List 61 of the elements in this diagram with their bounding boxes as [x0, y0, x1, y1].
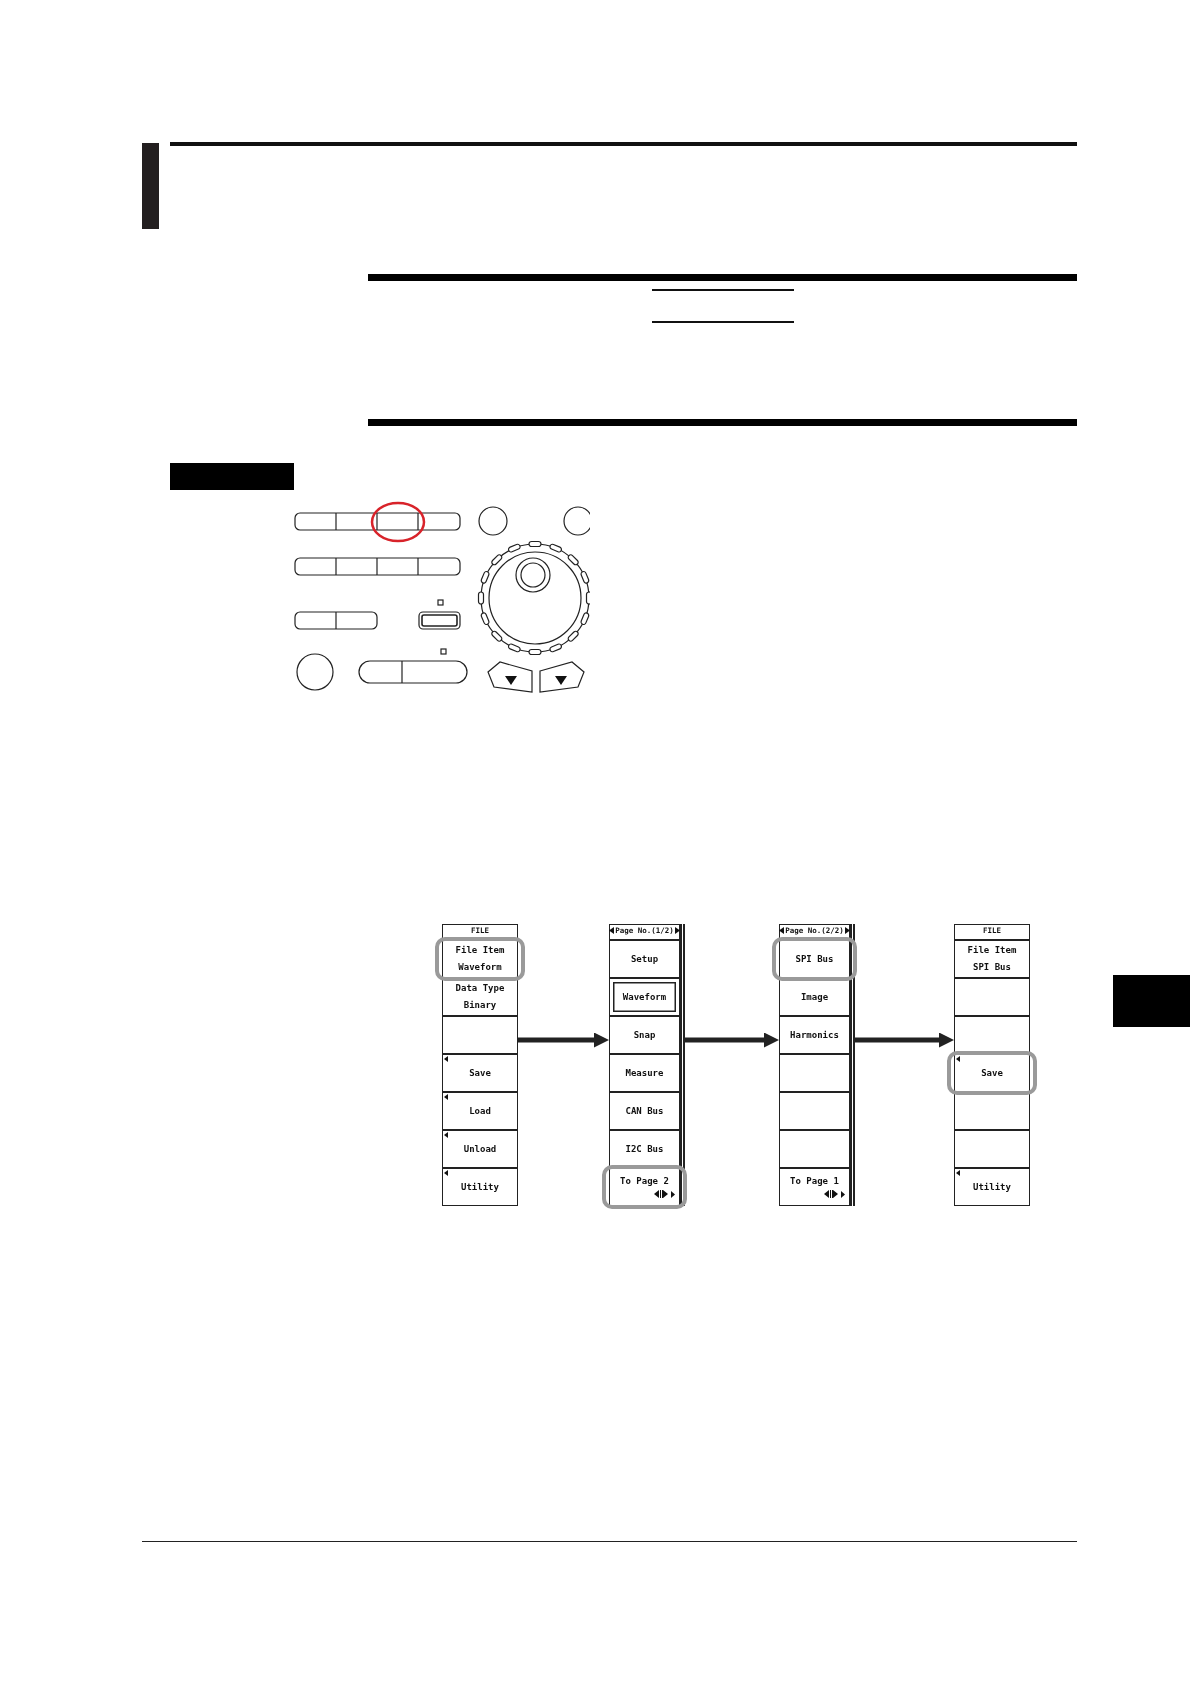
soft-key — [609, 1130, 680, 1168]
soft-key — [779, 1016, 850, 1054]
arrow — [518, 1032, 609, 1048]
soft-key — [442, 1016, 518, 1054]
soft-key — [442, 978, 518, 1016]
key-label: Image — [800, 991, 829, 1003]
soft-key — [954, 978, 1030, 1016]
soft-key-menu — [609, 924, 685, 1206]
key-label: Data Type — [455, 983, 505, 994]
soft-key — [954, 1092, 1030, 1130]
soft-key — [954, 1130, 1030, 1168]
soft-key — [779, 978, 850, 1016]
soft-key — [442, 1130, 518, 1168]
key-label: SPI Bus — [795, 953, 834, 965]
soft-key — [779, 1092, 850, 1130]
key-label: To Page 1 — [790, 1176, 839, 1187]
soft-key — [442, 1092, 518, 1130]
soft-key — [609, 1092, 680, 1130]
chapter-bar — [142, 143, 159, 229]
section-label-bar — [170, 463, 294, 490]
key-label: Save — [469, 1067, 491, 1079]
key-label: File Item — [967, 945, 1017, 956]
key-label: Save — [981, 1067, 1003, 1079]
key-label: Waveform — [622, 991, 667, 1003]
soft-key — [954, 1168, 1030, 1206]
soft-key — [609, 1016, 680, 1054]
key-label: Load — [469, 1105, 491, 1117]
key-label: Waveform — [458, 962, 502, 973]
arrow — [855, 1032, 954, 1048]
soft-key-menu — [954, 924, 1030, 1206]
key-label: Setup — [630, 953, 659, 965]
key-label: SPI Bus — [973, 962, 1011, 973]
soft-key — [609, 1054, 680, 1092]
key-label: Snap — [633, 1029, 656, 1041]
soft-key-menu — [779, 924, 855, 1206]
soft-key — [779, 940, 850, 978]
key-label: File Item — [455, 945, 505, 956]
soft-key-menu — [442, 924, 518, 1206]
soft-key — [609, 978, 680, 1016]
soft-key — [954, 1054, 1030, 1092]
soft-key — [954, 940, 1030, 978]
soft-key — [442, 940, 518, 978]
soft-key — [609, 940, 680, 978]
soft-key — [954, 1016, 1030, 1054]
chapter-tab — [1113, 975, 1190, 1027]
key-label: Binary — [463, 1000, 497, 1011]
soft-key — [609, 1168, 680, 1206]
key-label: Measure — [625, 1067, 664, 1079]
key-label: I2C Bus — [625, 1143, 664, 1155]
soft-key — [442, 1168, 518, 1206]
soft-key — [779, 1130, 850, 1168]
key-label: CAN Bus — [625, 1105, 664, 1117]
key-label: Unload — [463, 1143, 497, 1155]
key-label: Utility — [461, 1181, 499, 1193]
soft-key — [442, 1054, 518, 1092]
key-label: Utility — [973, 1181, 1011, 1193]
key-label: Harmonics — [790, 1029, 839, 1041]
key-label: To Page 2 — [620, 1176, 669, 1187]
soft-key — [779, 1054, 850, 1092]
soft-key — [779, 1168, 850, 1206]
arrow — [685, 1032, 779, 1048]
